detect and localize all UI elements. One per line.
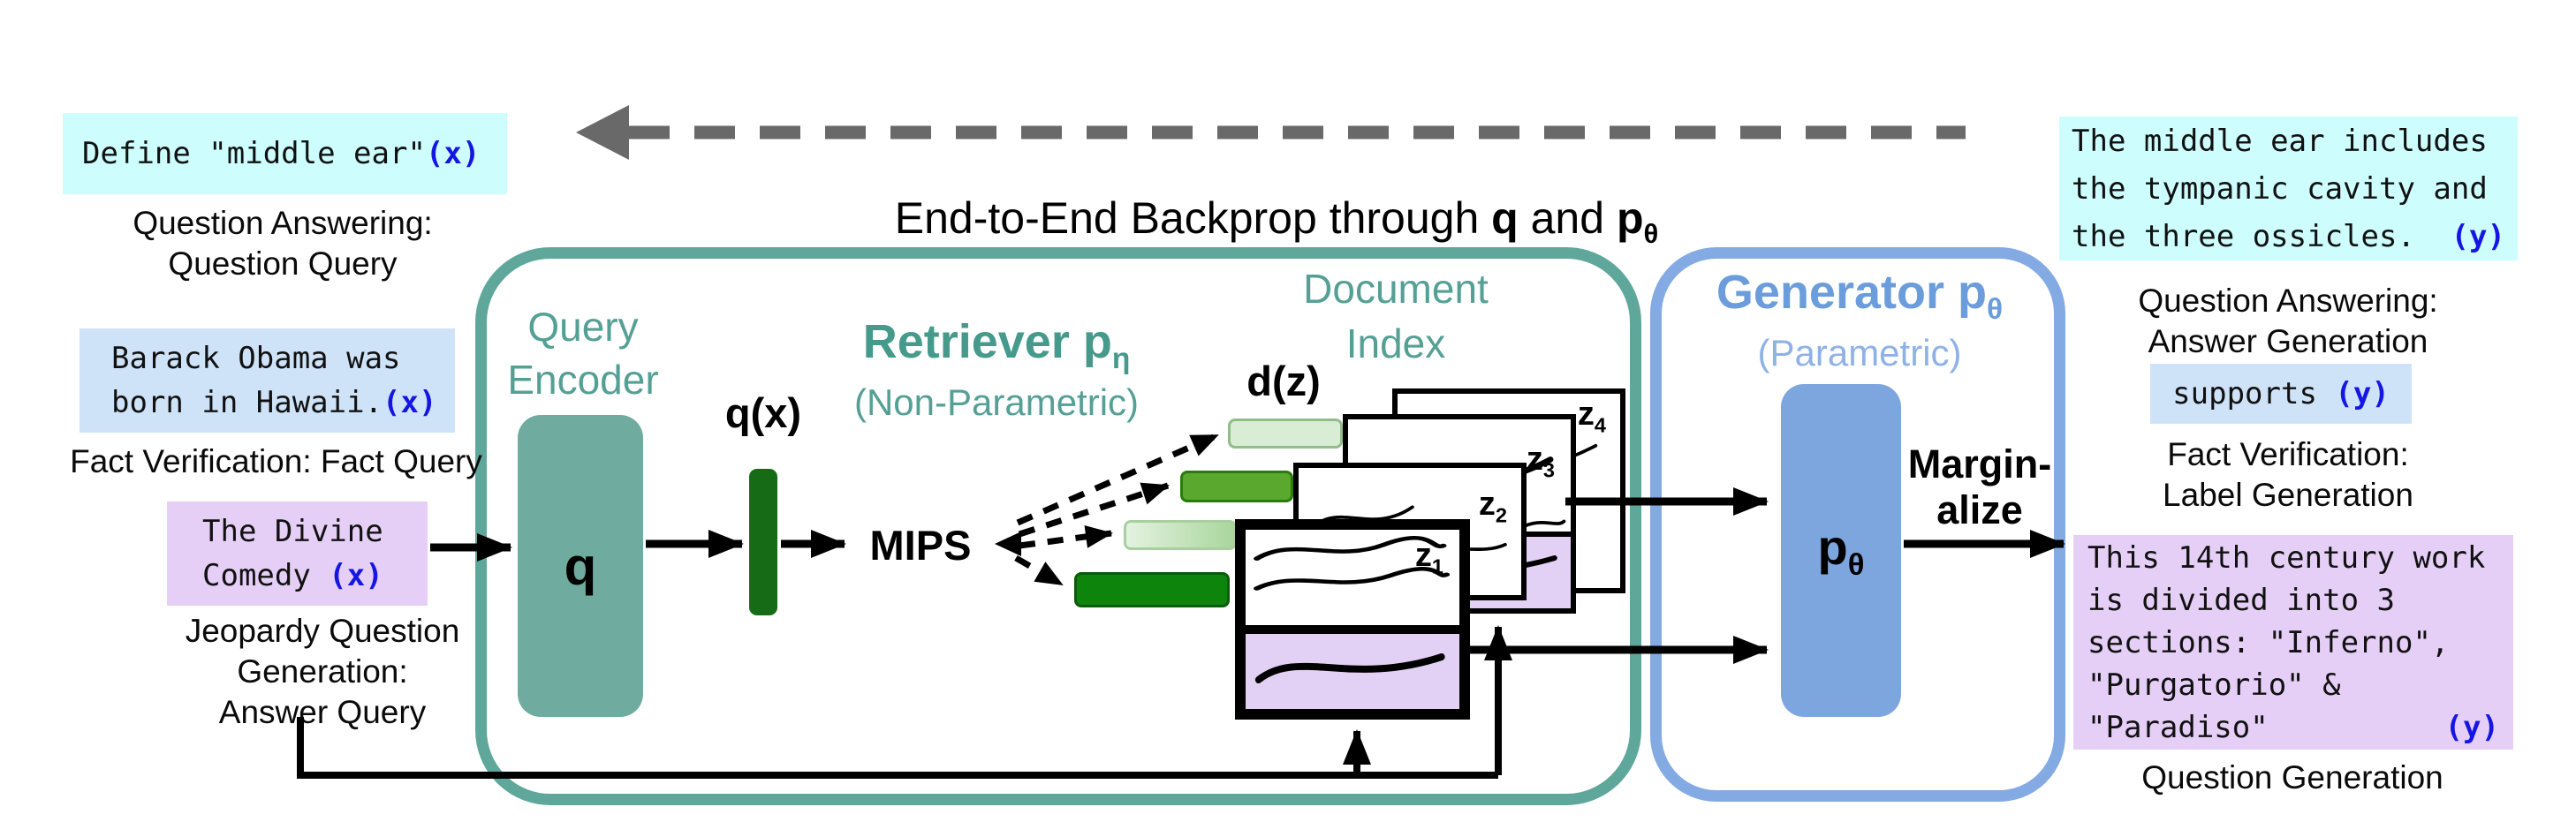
doc-label-z2: z2: [1478, 486, 1507, 527]
qx-label: q(x): [724, 389, 802, 436]
x-token: (x): [425, 136, 481, 171]
input-question-query-text: Define "middle ear"(x): [82, 136, 481, 171]
retriever-container: [475, 247, 1641, 805]
input-answer-query-box: The Divine Comedy (x): [167, 501, 428, 606]
retriever-title: Retriever pη: [862, 315, 1131, 375]
generator-block: pθ: [1781, 384, 1901, 717]
input-fact-query-box: Barack Obama was born in Hawaii.(x): [80, 328, 455, 433]
doc-embedding-bar-4: [1074, 572, 1230, 607]
doc-embedding-bar-3: [1124, 520, 1237, 550]
output-answer-generation-box: The middle ear includes the tympanic cav…: [2059, 117, 2518, 260]
input-answer-query-caption: Jeopardy Question Generation: Answer Que…: [185, 613, 460, 730]
output-question-generation-box: This 14th century work is divided into 3…: [2073, 535, 2513, 750]
input-answer-query-line2: Comedy (x): [202, 558, 383, 593]
query-embedding-bar: [749, 469, 777, 615]
marginalize-label: Margin- alize: [1907, 441, 2052, 532]
output-answer-generation-caption: Question Answering: Answer Generation: [2138, 283, 2438, 359]
backprop-arrow: [576, 105, 1966, 160]
doc-label-z4: z4: [1577, 396, 1606, 437]
backprop-title-p: p: [1616, 193, 1644, 243]
retriever-subtitle: (Non-Parametric): [853, 381, 1140, 423]
output-label-generation-caption: Fact Verification: Label Generation: [2163, 436, 2413, 513]
doc-embedding-bar-2: [1180, 471, 1293, 502]
y-token: (y): [2444, 709, 2499, 745]
query-encoder-block: q: [518, 415, 643, 717]
input-question-query-caption: Question Answering: Question Query: [133, 205, 433, 282]
backprop-title-prefix: End-to-End Backprop through: [894, 193, 1492, 243]
y-token: (y): [2451, 218, 2505, 254]
backprop-title: End-to-End Backprop through q and pθ: [786, 192, 1767, 250]
backprop-title-and: and: [1518, 193, 1617, 243]
doc-label-z1: z1: [1414, 537, 1443, 578]
x-token: (x): [329, 558, 383, 593]
query-encoder-label: Query Encoder: [507, 304, 659, 403]
output-label-text: supports (y): [2172, 376, 2390, 411]
doc-label-z3: z3: [1526, 441, 1555, 482]
p-theta-block-label: pθ: [1817, 518, 1865, 583]
y-token: (y): [2335, 376, 2390, 411]
dz-label: d(z): [1246, 358, 1321, 404]
x-token: (x): [383, 385, 437, 420]
input-fact-query-caption: Fact Verification: Fact Query: [70, 443, 482, 479]
output-question-generation-caption: Question Generation: [2141, 759, 2443, 796]
doc-embedding-bar-1: [1228, 418, 1343, 449]
input-fact-query-line2: born in Hawaii.(x): [111, 385, 437, 420]
backprop-title-theta: θ: [1643, 218, 1659, 249]
output-label-generation-box: supports (y): [2150, 364, 2412, 424]
output-answer-line3: the three ossicles.(y): [2072, 213, 2518, 260]
document-card-z1: z1: [1235, 519, 1470, 720]
mips-label: MIPS: [869, 522, 972, 569]
generator-title: Generator pθ: [1716, 266, 2004, 326]
generator-subtitle: (Parametric): [1757, 332, 1962, 373]
backprop-title-q: q: [1491, 193, 1519, 243]
doc-z1-highlight-strip: [1246, 625, 1459, 709]
q-block-label: q: [564, 536, 597, 596]
document-index-label: Document Index: [1303, 266, 1489, 366]
input-question-query-box: Define "middle ear"(x): [63, 113, 507, 194]
generator-container: [1650, 247, 2065, 802]
output-qgen-line5: "Paradiso"(y): [2087, 706, 2513, 749]
